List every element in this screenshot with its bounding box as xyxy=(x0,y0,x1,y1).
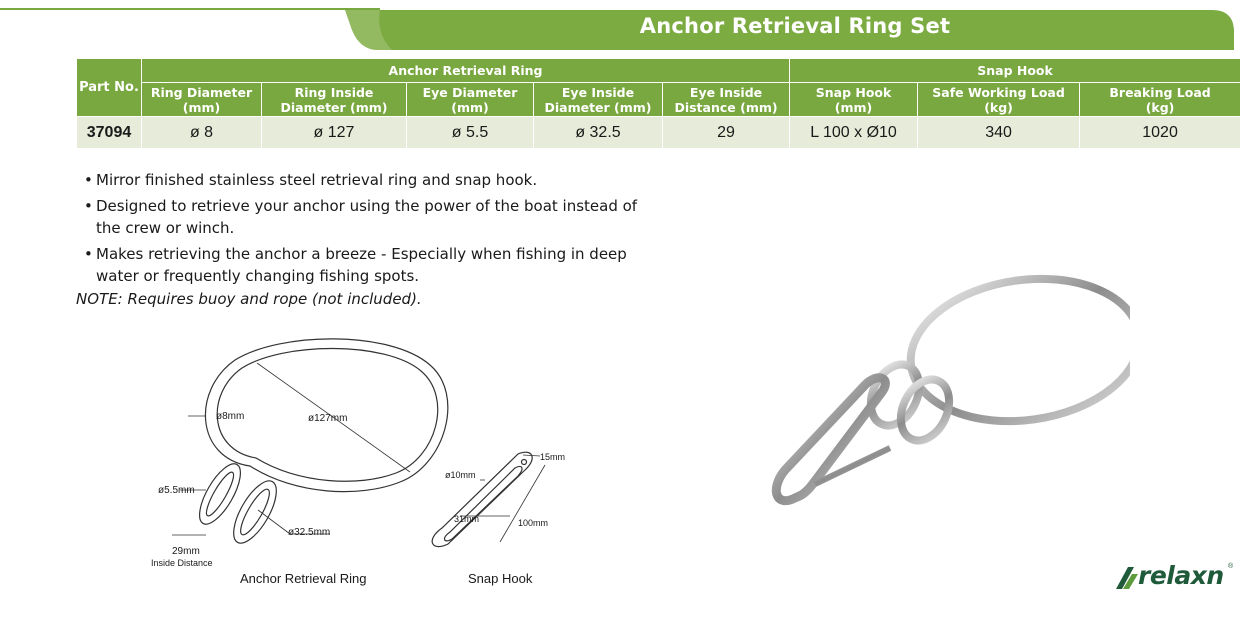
dim-hook-length xyxy=(499,464,546,543)
label-ring-dia: ø8mm xyxy=(216,411,244,422)
table-cell: 340 xyxy=(917,116,1081,149)
table-cell: ø 8 xyxy=(141,116,262,149)
photo-ring xyxy=(906,274,1130,426)
table-cell: ø 32.5 xyxy=(533,116,663,149)
hook-pin xyxy=(520,458,528,466)
table-cell: 1020 xyxy=(1079,116,1242,149)
label-hook-inner: 31mm xyxy=(454,514,479,524)
list-item: •Makes retrieving the anchor a breeze - … xyxy=(84,245,627,285)
hook-outline xyxy=(431,451,533,548)
label-hook-length: 100mm xyxy=(518,518,548,528)
photo-hook-gate xyxy=(813,445,892,487)
cell-part-no: 37094 xyxy=(76,116,142,149)
eye-left-inner xyxy=(205,471,235,517)
group-header-hook: Snap Hook xyxy=(789,58,1242,83)
ring-outer xyxy=(204,338,449,493)
column-header: Snap Hook(mm) xyxy=(789,82,919,117)
spec-table: Part No. Anchor Retrieval Ring Snap Hook… xyxy=(76,58,1242,149)
label-inside-dia: ø127mm xyxy=(308,413,347,424)
group-header-ring: Anchor Retrieval Ring xyxy=(140,58,791,83)
relaxn-sail-icon xyxy=(1116,567,1138,589)
caption-hook: Snap Hook xyxy=(468,571,533,586)
dim-hook-width xyxy=(522,454,541,457)
column-header: Safe Working Load(kg) xyxy=(917,82,1081,117)
note-text: NOTE: Requires buoy and rope (not includ… xyxy=(76,290,422,308)
dim-inside-dia xyxy=(256,362,411,473)
logo-registered-mark: ® xyxy=(1228,563,1234,570)
eye-right-outer xyxy=(233,480,277,544)
header-banner: Anchor Retrieval Ring Set xyxy=(0,0,1253,52)
feature-list: •Mirror finished stainless steel retriev… xyxy=(84,169,664,291)
brand-logo: relaxn ® xyxy=(1112,561,1236,597)
logo-text: relaxn xyxy=(1138,561,1224,590)
technical-drawing: ø8mm ø127mm ø5.5mm ø32.5mm 29mm Inside D… xyxy=(151,338,565,586)
hook-inner xyxy=(443,465,523,542)
label-hook-width: 15mm xyxy=(540,452,565,462)
label-eye-dia: ø5.5mm xyxy=(158,485,195,496)
dim-eye-inside xyxy=(257,509,291,535)
photo-eye-left xyxy=(866,360,924,430)
label-distance: 29mm xyxy=(172,546,200,557)
page-title: Anchor Retrieval Ring Set xyxy=(639,14,951,38)
eye-right-inner xyxy=(240,488,270,536)
column-header: Ring Diameter(mm) xyxy=(141,82,262,117)
photo-eye-right xyxy=(896,375,954,445)
product-photo xyxy=(771,274,1130,506)
banner-shape xyxy=(0,8,1234,50)
table-row: 37094 ø 8 ø 127 ø 5.5 ø 32.5 29 L 100 x … xyxy=(76,116,1242,149)
list-item: •Mirror finished stainless steel retriev… xyxy=(84,171,538,189)
column-header: Eye Diameter(mm) xyxy=(406,82,534,117)
label-distance-caption: Inside Distance xyxy=(151,558,213,568)
list-item: •Designed to retrieve your anchor using … xyxy=(84,197,638,237)
caption-ring: Anchor Retrieval Ring xyxy=(240,571,366,586)
table-cell: ø 5.5 xyxy=(406,116,534,149)
photo-hook xyxy=(771,373,890,506)
column-header: Breaking Load(kg) xyxy=(1079,82,1242,117)
table-cell: L 100 x Ø10 xyxy=(789,116,919,149)
label-eye-inside: ø32.5mm xyxy=(288,527,330,538)
eye-left-outer xyxy=(199,463,241,525)
table-cell: 29 xyxy=(661,116,791,149)
table-cell: ø 127 xyxy=(261,116,407,149)
ring-inner xyxy=(216,347,439,482)
part-no-header: Part No. xyxy=(76,58,142,117)
label-hook-dia: ø10mm xyxy=(445,470,476,480)
